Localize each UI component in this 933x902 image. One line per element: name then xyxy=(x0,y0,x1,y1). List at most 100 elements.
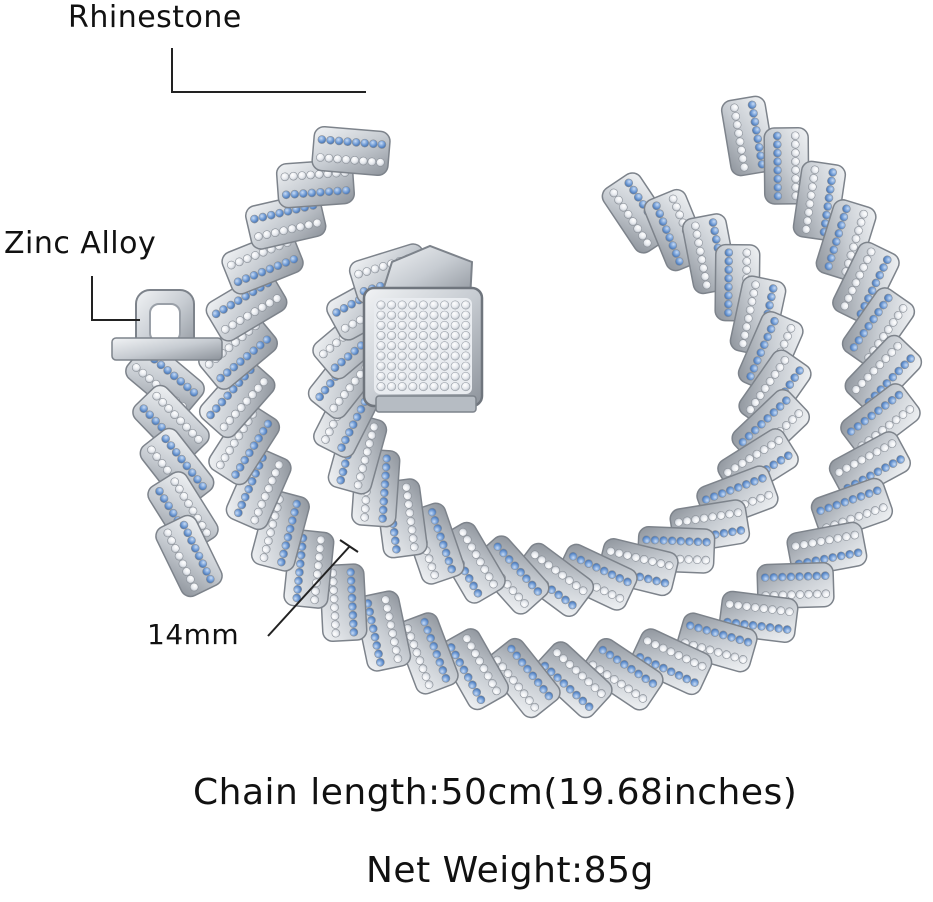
zinc-alloy-leader-line xyxy=(91,276,140,321)
clasp-rhinestone xyxy=(387,382,397,392)
chain-links xyxy=(125,95,923,719)
chain-link xyxy=(582,637,664,711)
chain-link xyxy=(225,447,292,531)
clasp-rhinestone xyxy=(397,320,407,330)
clasp-rhinestone xyxy=(440,331,450,341)
clasp-rhinestone xyxy=(387,300,397,310)
clasp-rhinestone xyxy=(450,382,460,392)
clasp-rhinestone xyxy=(418,331,428,341)
clasp-rhinestone xyxy=(387,310,397,320)
chain-link xyxy=(395,612,459,695)
clasp-rhinestone xyxy=(376,351,386,361)
clasp-rhinestone xyxy=(440,300,450,310)
clasp-rhinestone xyxy=(429,300,439,310)
clasp-rhinestone xyxy=(376,382,386,392)
clasp-rhinestone xyxy=(397,341,407,351)
clasp-rhinestone xyxy=(429,371,439,381)
chain-link xyxy=(629,628,713,696)
clasp-rhinestone xyxy=(429,331,439,341)
chain-link xyxy=(832,241,900,324)
clasp-rhinestone xyxy=(397,310,407,320)
clasp-rhinestone xyxy=(376,320,386,330)
clasp-rhinestone xyxy=(440,371,450,381)
zinc-alloy-callout-label: Zinc Alloy xyxy=(4,226,157,261)
clasp-rhinestone xyxy=(450,361,460,371)
chain-link xyxy=(555,543,638,611)
clasp-rhinestone xyxy=(461,320,471,330)
clasp-rhinestone xyxy=(450,300,460,310)
chain-link xyxy=(844,334,923,414)
clasp-rhinestone xyxy=(408,331,418,341)
clasp-rhinestone xyxy=(387,320,397,330)
clasp-rhinestone xyxy=(440,351,450,361)
clasp-rhinestone xyxy=(450,310,460,320)
clasp-rhinestone xyxy=(418,361,428,371)
clasp-rhinestone xyxy=(461,371,471,381)
clasp-rhinestone xyxy=(429,310,439,320)
clasp-rhinestone xyxy=(440,382,450,392)
clasp-rhinestone xyxy=(450,331,460,341)
link-width-callout-label: 14mm xyxy=(147,618,240,651)
rhinestone-leader-line xyxy=(171,48,366,93)
chain-link xyxy=(810,477,894,541)
clasp-rhinestone xyxy=(397,371,407,381)
clasp-rhinestone xyxy=(397,361,407,371)
chain-link xyxy=(311,125,391,177)
chain-link xyxy=(139,427,215,509)
box-clasp xyxy=(362,244,484,413)
rhinestone-callout-label: Rhinestone xyxy=(68,0,242,35)
clasp-rhinestone xyxy=(397,382,407,392)
clasp-rhinestone xyxy=(408,351,418,361)
clasp-rhinestone xyxy=(418,300,428,310)
clasp-rhinestone xyxy=(418,320,428,330)
chain-link xyxy=(840,383,921,458)
clasp-rhinestone xyxy=(376,371,386,381)
chain-length-spec: Chain length:50cm(19.68inches) xyxy=(193,772,798,813)
clasp-rhinestone xyxy=(408,341,418,351)
chain-link xyxy=(155,514,223,598)
clasp-rhinestone xyxy=(440,310,450,320)
clasp-rhinestone xyxy=(408,361,418,371)
clasp-rhinestone xyxy=(418,310,428,320)
clasp-rhinestone xyxy=(461,300,471,310)
chain-link xyxy=(132,384,210,464)
clasp-rhinestone xyxy=(397,300,407,310)
clasp-rhinestone xyxy=(376,310,386,320)
clasp-rhinestone xyxy=(461,382,471,392)
clasp-rhinestone xyxy=(408,310,418,320)
clasp-rhinestone xyxy=(429,341,439,351)
clasp-rhinestone xyxy=(461,361,471,371)
clasp-rhinestone xyxy=(440,320,450,330)
clasp-rhinestone xyxy=(376,361,386,371)
clasp-rhinestone xyxy=(440,341,450,351)
clasp-rhinestone xyxy=(429,382,439,392)
clasp-rhinestone xyxy=(429,320,439,330)
clasp-rhinestone xyxy=(397,351,407,361)
width-dimension-tick xyxy=(339,539,359,553)
clasp-rhinestone xyxy=(376,341,386,351)
clasp-rhinestone xyxy=(387,341,397,351)
clasp-rhinestone xyxy=(429,351,439,361)
net-weight-spec: Net Weight:85g xyxy=(366,850,654,891)
clasp-rhinestone xyxy=(408,382,418,392)
clasp-rhinestone xyxy=(408,300,418,310)
clasp-rhinestone xyxy=(461,331,471,341)
clasp-rhinestone xyxy=(440,361,450,371)
clasp-rhinestone xyxy=(397,331,407,341)
clasp-rhinestone xyxy=(408,320,418,330)
width-dimension-line xyxy=(267,545,351,637)
clasp-rhinestone xyxy=(461,351,471,361)
chain-link xyxy=(198,358,276,439)
clasp-loop xyxy=(111,289,223,361)
clasp-rhinestone xyxy=(450,371,460,381)
clasp-rhinestone xyxy=(387,351,397,361)
clasp-rhinestone xyxy=(450,351,460,361)
clasp-rhinestone xyxy=(376,331,386,341)
chain-link xyxy=(354,590,412,672)
clasp-rhinestone xyxy=(418,351,428,361)
chain-link xyxy=(485,637,561,719)
clasp-rhinestone xyxy=(387,371,397,381)
chain-link xyxy=(319,563,368,643)
